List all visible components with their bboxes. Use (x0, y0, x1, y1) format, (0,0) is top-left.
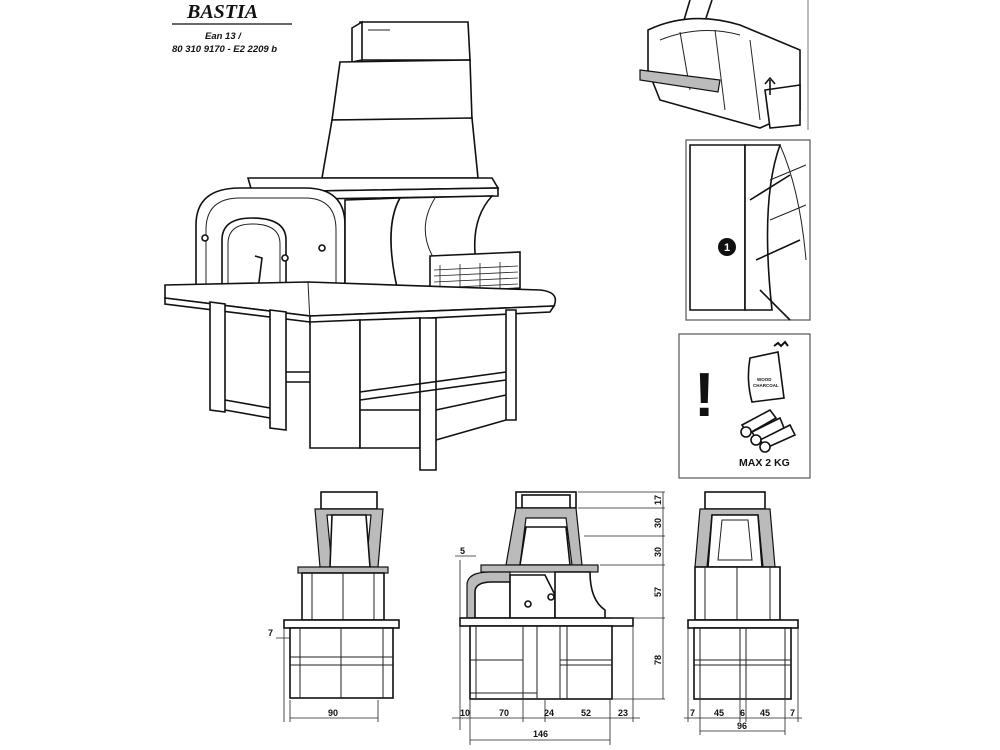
product-code: 80 310 9170 - E2 2209 b (172, 44, 277, 55)
charcoal-bag-icon (747, 351, 785, 403)
dim-right-4: 45 (760, 708, 770, 718)
dim-horizontal-3: 24 (544, 708, 554, 718)
dim-horizontal-1: 10 (460, 708, 470, 718)
dim-horizontal-5: 23 (618, 708, 628, 718)
inset-dome-sealing (639, 0, 809, 130)
side-view-left: 7 90 (268, 491, 400, 722)
dim-right-2: 45 (714, 708, 724, 718)
front-view: 5 17 30 30 57 78 10 70 24 52 23 146 (452, 491, 665, 745)
bag-label-wood: WOOD (757, 377, 772, 382)
front-horizontal-dims: 10 70 24 52 23 (460, 708, 628, 718)
dim-left-width: 90 (328, 708, 338, 718)
dim-front-total-width: 146 (533, 729, 548, 739)
ean-label: Ean 13 / (205, 31, 242, 42)
right-horizontal-dims: 7 45 6 45 7 (690, 708, 795, 718)
inset-fuel-warning: ! WOOD CHARCOAL MAX 2 KG (678, 333, 811, 479)
dim-vertical-1: 17 (653, 495, 663, 505)
step-number: 1 (724, 242, 730, 254)
dim-horizontal-2: 70 (499, 708, 509, 718)
bbq-perspective-drawing (164, 20, 557, 471)
dim-horizontal-4: 52 (581, 708, 591, 718)
dim-vertical-4: 57 (653, 587, 663, 597)
inset-joint-step: 1 (685, 139, 811, 321)
dim-left-overhang: 7 (268, 628, 273, 638)
max-load-label: MAX 2 KG (739, 457, 790, 469)
title-block: BASTIA Ean 13 / 80 310 9170 - E2 2209 b (172, 1, 292, 55)
dim-right-5: 7 (790, 708, 795, 718)
side-view-right: 7 45 6 45 7 96 (684, 491, 802, 735)
dim-vertical-2: 30 (653, 518, 663, 528)
product-title: BASTIA (186, 1, 258, 23)
dim-right-1: 7 (690, 708, 695, 718)
step-badge (718, 238, 736, 256)
dim-vertical-5: 78 (653, 655, 663, 665)
front-vertical-dims: 17 30 30 57 78 (653, 495, 663, 665)
bag-label-charcoal: CHARCOAL (753, 383, 779, 388)
firewood-icon (740, 408, 797, 453)
warning-exclamation-icon: ! (694, 361, 715, 430)
dim-vertical-3: 30 (653, 547, 663, 557)
dim-front-offset: 5 (460, 546, 465, 556)
dim-right-total-width: 96 (737, 721, 747, 731)
dim-right-3: 6 (740, 708, 745, 718)
